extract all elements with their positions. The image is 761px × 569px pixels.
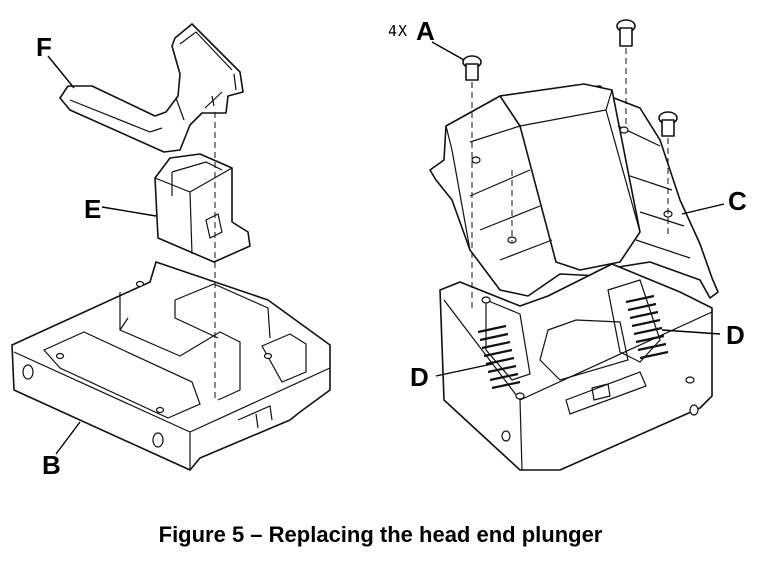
screw-a-2 bbox=[616, 19, 636, 47]
callout-b: B bbox=[42, 450, 61, 480]
leader-d-right bbox=[661, 329, 721, 335]
part-f-bracket bbox=[59, 23, 244, 153]
figure-caption: Figure 5 – Replacing the head end plunge… bbox=[158, 522, 603, 547]
callout-c: C bbox=[728, 186, 747, 216]
callout-quantity: 4X bbox=[388, 22, 409, 40]
callout-e: E bbox=[84, 194, 102, 224]
leader-c bbox=[681, 203, 725, 215]
leader-d-left bbox=[435, 363, 493, 377]
callout-f: F bbox=[36, 32, 52, 62]
part-e-plunger bbox=[154, 153, 251, 263]
leader-b bbox=[55, 421, 81, 455]
alignment-lines-right bbox=[471, 48, 669, 310]
screw-a-3 bbox=[658, 111, 678, 137]
part-b-base bbox=[11, 261, 331, 471]
leader-f bbox=[47, 55, 75, 89]
callout-a: A bbox=[416, 16, 435, 46]
callout-d-left: D bbox=[410, 362, 429, 392]
spring-d-right bbox=[625, 294, 669, 360]
callout-d-right: D bbox=[726, 320, 745, 350]
screw-a-1 bbox=[462, 55, 482, 81]
part-c-cover bbox=[429, 83, 719, 299]
leader-e bbox=[101, 206, 157, 217]
leader-a bbox=[431, 41, 465, 61]
spring-d-left bbox=[477, 324, 521, 390]
